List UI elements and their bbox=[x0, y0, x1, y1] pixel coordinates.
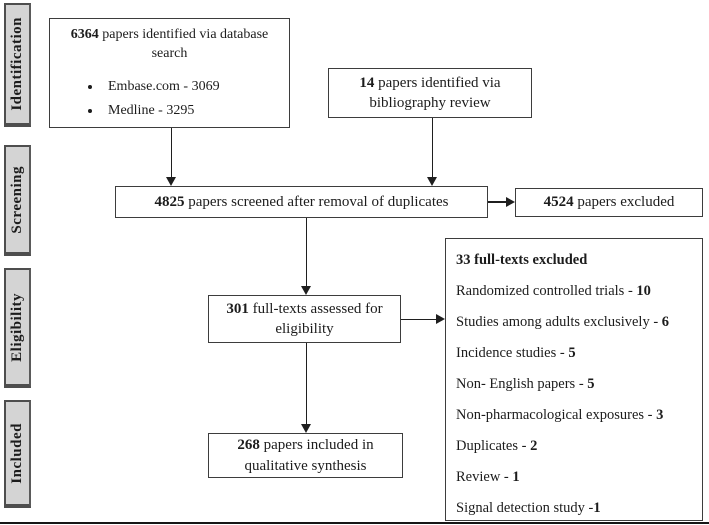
arrowhead-down-icon bbox=[166, 177, 177, 186]
node-included-synthesis: 268 papers included in qualitative synth… bbox=[208, 433, 403, 478]
arrow-database-to-screened bbox=[170, 128, 173, 177]
node-text: 4825 papers screened after removal of du… bbox=[154, 193, 449, 210]
arrowhead-down-icon bbox=[301, 424, 312, 433]
database-item: Embase.com - 3069 bbox=[102, 78, 285, 97]
exclusion-reason: Incidence studies - 5 bbox=[456, 345, 576, 361]
exclusion-reason: Duplicates - 2 bbox=[456, 438, 538, 454]
node-text: 4524 papers excluded bbox=[543, 194, 675, 211]
exclusion-reason: Signal detection study -1 bbox=[456, 500, 601, 516]
arrowhead-down-icon bbox=[301, 286, 312, 295]
stage-label-identification: Identification bbox=[4, 3, 31, 127]
exclusion-title: 33 full-texts excluded bbox=[456, 252, 588, 268]
exclusion-reason: Non- English papers - 5 bbox=[456, 376, 595, 392]
arrowhead-down-icon bbox=[427, 177, 438, 186]
exclusion-reason: Randomized controlled trials - 10 bbox=[456, 283, 651, 299]
arrow-assessed-to-fulltext-excluded bbox=[401, 318, 437, 321]
exclusion-reason: Non-pharmacological exposures - 3 bbox=[456, 407, 664, 423]
database-item: Medline - 3295 bbox=[102, 102, 285, 121]
node-bibliography-review: 14 papers identified via bibliography re… bbox=[328, 68, 532, 118]
exclusion-reason: Studies among adults exclusively - 6 bbox=[456, 314, 670, 330]
exclusion-reason: Review - 1 bbox=[456, 469, 520, 485]
stage-label-text: Screening bbox=[9, 165, 25, 234]
stage-label-text: Included bbox=[9, 422, 25, 484]
stage-label-text: Identification bbox=[9, 17, 25, 111]
node-text: 14 papers identified via bibliography re… bbox=[359, 74, 501, 111]
node-database-search: 6364 papers identified via database sear… bbox=[49, 18, 290, 128]
arrowhead-right-icon bbox=[436, 314, 445, 325]
figure-bottom-border bbox=[0, 522, 709, 524]
stage-label-included: Included bbox=[4, 400, 31, 508]
node-fulltext-assessed: 301 full-texts assessed for eligibility bbox=[208, 295, 401, 343]
arrowhead-right-icon bbox=[506, 196, 515, 207]
stage-label-text: Eligibility bbox=[9, 292, 25, 362]
node-screened: 4825 papers screened after removal of du… bbox=[115, 186, 488, 218]
node-fulltext-excluded: 33 full-texts excluded Randomized contro… bbox=[445, 238, 703, 521]
node-text: 268 papers included in qualitative synth… bbox=[237, 437, 374, 474]
arrow-screened-to-assessed bbox=[305, 218, 308, 287]
arrow-bibliography-to-screened bbox=[431, 118, 434, 177]
node-papers-excluded: 4524 papers excluded bbox=[515, 188, 703, 217]
database-list: Embase.com - 3069 Medline - 3295 bbox=[54, 78, 285, 121]
arrow-assessed-to-included bbox=[305, 343, 308, 424]
node-text: 6364 papers identified via database sear… bbox=[70, 27, 269, 61]
node-text: 301 full-texts assessed for eligibility bbox=[226, 300, 383, 337]
arrow-screened-to-excluded bbox=[488, 201, 507, 203]
stage-label-eligibility: Eligibility bbox=[4, 268, 31, 388]
stage-label-screening: Screening bbox=[4, 145, 31, 256]
